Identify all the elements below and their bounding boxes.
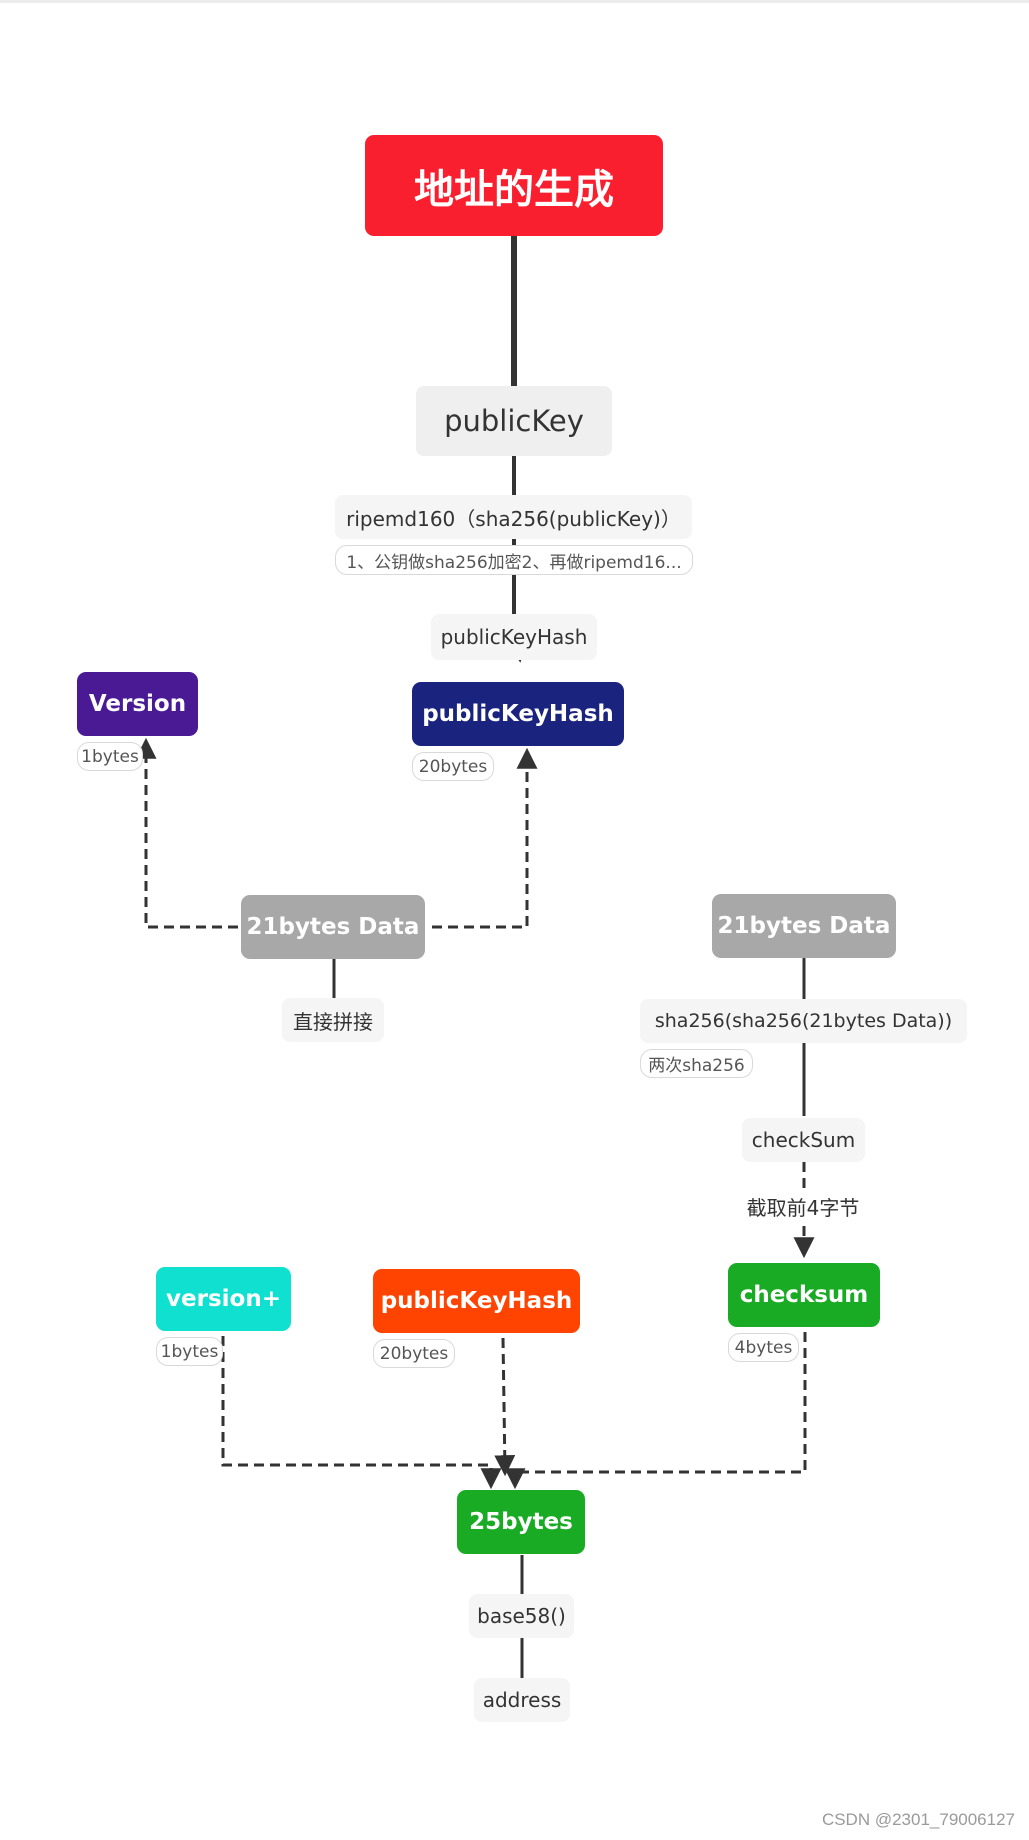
publickeyhash-node-top[interactable]: publicKeyHash [412, 682, 624, 746]
address-node[interactable]: address [474, 1678, 570, 1722]
data-node-left[interactable]: 21bytes Data [241, 895, 425, 959]
checksum-node[interactable]: checksum [728, 1263, 880, 1327]
double-sha-label: sha256(sha256(21bytes Data)) [640, 999, 967, 1043]
edge-version-to-25bytes [221, 1336, 502, 1490]
base58-label: base58() [469, 1594, 574, 1638]
publickeyhash-edge-label: publicKeyHash [431, 614, 597, 660]
truncate-label: 截取前4字节 [740, 1188, 866, 1224]
publickeyhash-note-top: 20bytes [412, 752, 494, 781]
hash-step-note: 1、公钥做sha256加密2、再做ripemd16... [335, 545, 693, 575]
concat-label: 直接拼接 [282, 998, 384, 1042]
publickeyhash-node-bottom[interactable]: publicKeyHash [373, 1269, 580, 1333]
publickeyhash-note-bottom: 20bytes [373, 1339, 455, 1368]
publickey-node[interactable]: publicKey [416, 386, 612, 456]
version-note: 1bytes [77, 742, 143, 771]
double-sha-note: 两次sha256 [640, 1049, 753, 1078]
version-plus-note: 1bytes [156, 1337, 223, 1366]
edge-data-to-pkh [432, 747, 538, 929]
edge-data-to-version [135, 737, 238, 929]
top-border [0, 0, 1029, 3]
checksum-edge-label: checkSum [742, 1118, 865, 1162]
checksum-note: 4bytes [728, 1333, 799, 1362]
version-plus-node[interactable]: version+ [156, 1267, 291, 1331]
hash-step-label: ripemd160（sha256(publicKey)） [335, 495, 692, 539]
version-node[interactable]: Version [77, 672, 198, 736]
bytes25-node[interactable]: 25bytes [457, 1490, 585, 1554]
root-node[interactable]: 地址的生成 [365, 135, 663, 236]
edge-pkh-to-25bytes [494, 1337, 516, 1477]
edge-checksum-to-25bytes [504, 1332, 807, 1490]
data-node-right[interactable]: 21bytes Data [712, 894, 896, 958]
watermark: CSDN @2301_79006127 [821, 1810, 1015, 1829]
